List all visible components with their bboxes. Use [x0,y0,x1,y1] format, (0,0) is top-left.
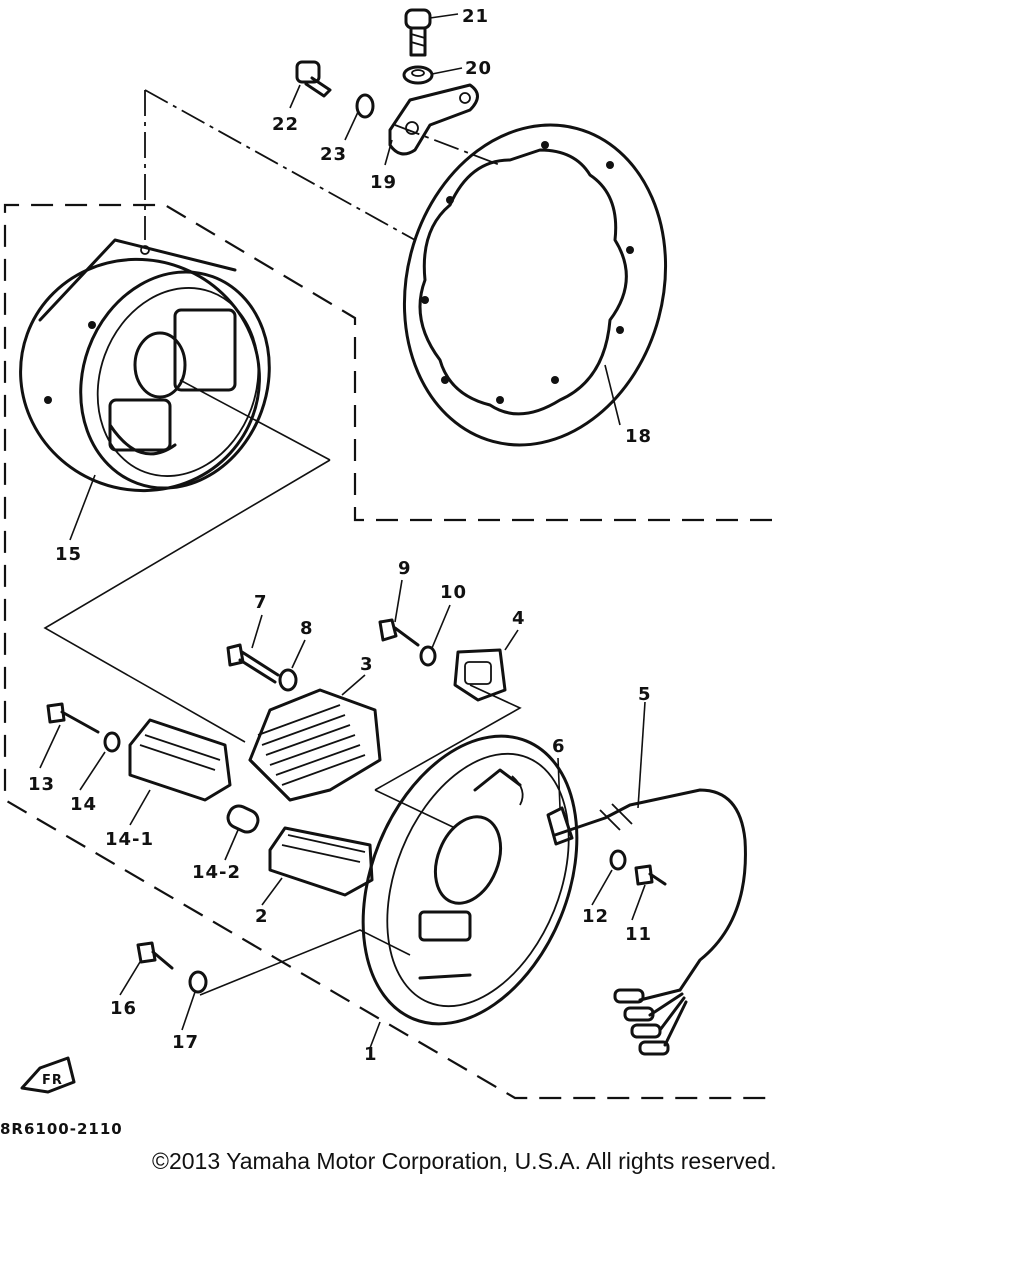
part-14-2-spacer [226,804,260,834]
alignment-chain-lines [43,89,522,996]
diagram-code: 8R6100-2110 [0,1120,123,1138]
callout-19: 19 [370,172,397,193]
front-direction-arrow: FR [20,1056,76,1094]
part-2-charge-coil [268,826,374,897]
callout-labels: 21 20 22 23 19 18 15 9 10 7 4 8 3 5 6 13… [28,6,652,1065]
part-15-flywheel-rotor [19,238,271,493]
part-3-ignition-coil [248,688,382,802]
callout-18: 18 [625,426,652,447]
callout-14: 14 [70,794,97,815]
callout-23: 23 [320,144,347,165]
callout-9: 9 [398,558,412,579]
callout-14-1: 14-1 [105,829,154,850]
callout-20: 20 [465,58,492,79]
callout-13: 13 [28,774,55,795]
callout-10: 10 [440,582,467,603]
part-5-wire-harness [553,788,747,1056]
part-4-pickup-coil [453,648,507,702]
callout-6: 6 [552,736,566,757]
copyright-notice: ©2013 Yamaha Motor Corporation, U.S.A. A… [152,1148,777,1174]
callout-leader-lines [39,13,646,1049]
front-marker-label: FR [42,1073,63,1088]
part-14-1-charge-coil [128,718,232,802]
callout-15: 15 [55,544,82,565]
callout-16: 16 [110,998,137,1019]
callout-11: 11 [625,924,652,945]
callout-5: 5 [638,684,652,705]
callout-12: 12 [582,906,609,927]
part-18-gasket-ring [402,123,668,447]
callout-14-2: 14-2 [192,862,241,883]
callout-17: 17 [172,1032,199,1053]
callout-21: 21 [462,6,489,27]
parts-19-23-bracket-hardware [295,8,479,156]
callout-2: 2 [255,906,269,927]
part-1-stator-plate [361,734,579,1026]
callout-4: 4 [512,608,526,629]
part-6-wire-clamp [546,806,574,846]
assembly-dashed-outline [3,203,772,1100]
exploded-parts-diagram: 21 20 22 23 19 18 15 9 10 7 4 8 3 5 6 13… [3,6,772,1100]
callout-3: 3 [360,654,374,675]
callout-8: 8 [300,618,314,639]
callout-22: 22 [272,114,299,135]
callout-7: 7 [254,592,268,613]
callout-1: 1 [364,1044,378,1065]
bolts-and-washers [46,618,667,994]
